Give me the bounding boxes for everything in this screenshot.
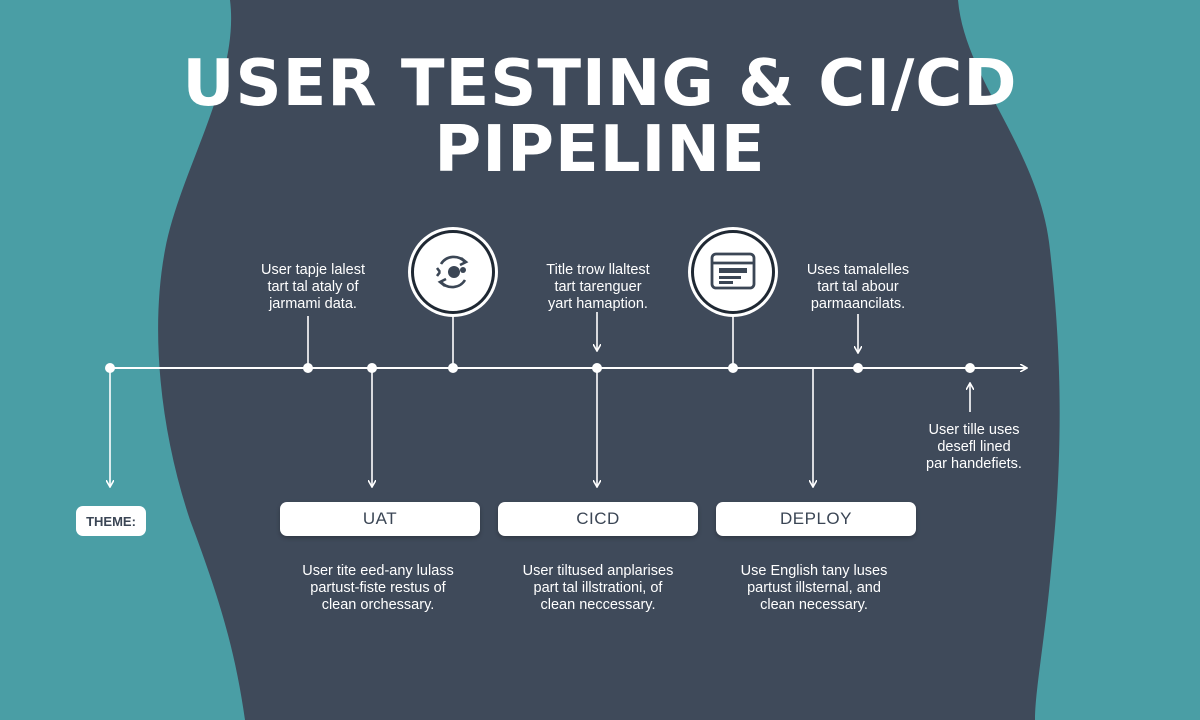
note-line: tart tarenguer: [554, 279, 642, 295]
note-line: tart tal abour: [817, 279, 899, 295]
note-line: tart tal ataly of: [267, 279, 359, 295]
title-line-1: USER TESTING & CI/CD: [182, 47, 1018, 121]
note-line: clean neccessary.: [540, 597, 656, 613]
bottom-note-3: Use English tany luses partust illsterna…: [741, 563, 888, 614]
top-note-3: Uses tamalelles tart tal abour parmaanci…: [807, 262, 909, 313]
timeline-dot: [303, 363, 313, 373]
top-note-2: Title trow llaltest tart tarenguer yart …: [546, 262, 649, 313]
stage-box-uat[interactable]: UAT: [280, 502, 480, 536]
timeline-dot: [728, 363, 738, 373]
note-line: User tiltused anplarises: [522, 563, 674, 579]
note-line: part tal illstrationi, of: [533, 580, 663, 596]
stage-box-deploy[interactable]: DEPLOY: [716, 502, 916, 536]
note-line: User tapje lalest: [261, 262, 365, 278]
timeline-dot: [853, 363, 863, 373]
theme-label: THEME:: [76, 506, 146, 536]
note-line: User tille uses: [928, 422, 1020, 438]
timeline-dot: [592, 363, 602, 373]
note-line: parmaancilats.: [810, 296, 906, 312]
timeline-dot: [965, 363, 975, 373]
note-line: desefl lined: [937, 439, 1011, 455]
note-line: clean orchessary.: [321, 597, 435, 613]
bottom-note-2: User tiltused anplarises part tal illstr…: [523, 563, 674, 614]
timeline-dot: [105, 363, 115, 373]
timeline-dots: [105, 363, 975, 373]
browser-window-icon: [691, 230, 775, 314]
note-line: clean necessary.: [760, 597, 868, 613]
note-line: par handefiets.: [926, 456, 1022, 472]
note-line: jarmami data.: [269, 296, 357, 312]
title-line-2: PIPELINE: [434, 113, 766, 187]
refresh-cycle-icon: [411, 230, 495, 314]
note-line: Use English tany luses: [740, 563, 888, 579]
stage-box-cicd[interactable]: CICD: [498, 502, 698, 536]
note-line: yart hamaption.: [548, 296, 648, 312]
note-line: partust-fiste restus of: [310, 580, 446, 596]
dark-panel: [158, 0, 1060, 720]
note-line: Uses tamalelles: [806, 262, 910, 278]
bottom-note-1: User tite eed-any lulass partust-fiste r…: [302, 563, 454, 614]
note-line: partust illsternal, and: [747, 580, 881, 596]
timeline-dot: [448, 363, 458, 373]
note-line: Title trow llaltest: [546, 262, 650, 278]
top-note-1: User tapje lalest tart tal ataly of jarm…: [261, 262, 365, 313]
right-note: User tille uses desefl lined par handefi…: [926, 422, 1022, 473]
timeline-dot: [367, 363, 377, 373]
note-line: User tite eed-any lulass: [302, 563, 454, 579]
